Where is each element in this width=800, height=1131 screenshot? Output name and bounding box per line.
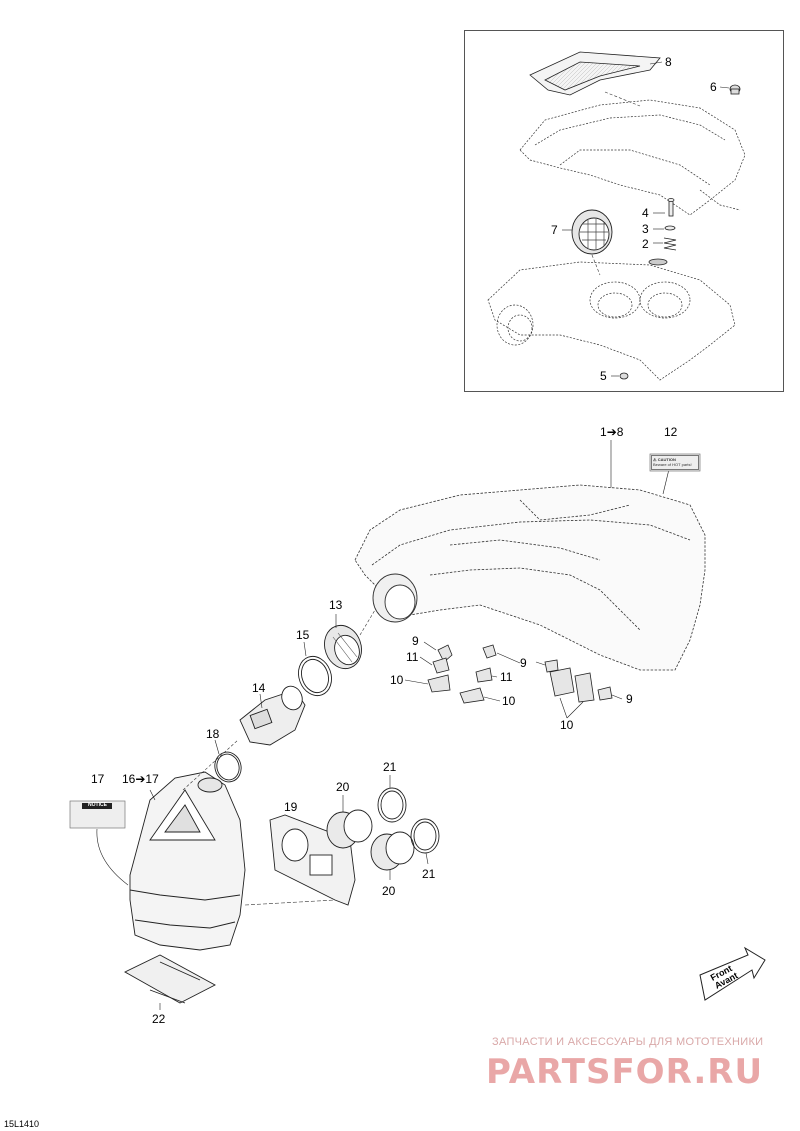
callout-20-b: 20 xyxy=(382,884,396,898)
callout-17: 17 xyxy=(91,772,105,786)
part-6-nut xyxy=(729,84,741,95)
callout-1-to-8-end: 8 xyxy=(616,425,624,439)
callout-5: 5 xyxy=(600,369,607,383)
inset-lower-housing xyxy=(487,261,736,381)
callout-20-a: 20 xyxy=(336,780,350,794)
part-22-pad xyxy=(124,954,216,1004)
callout-8: 8 xyxy=(665,55,672,69)
callout-9-b: 9 xyxy=(520,656,527,670)
part-7-filter xyxy=(571,209,613,255)
caution-text: Beware of HOT parts! xyxy=(653,462,692,467)
callout-10-c: 10 xyxy=(560,718,574,732)
callout-10-b: 10 xyxy=(502,694,516,708)
caution-title: ⚠ CAUTION xyxy=(653,457,676,462)
callout-16-to-17-start: 16 xyxy=(122,772,136,786)
part-20-duct-upper xyxy=(326,809,373,849)
callout-14: 14 xyxy=(252,681,266,695)
callout-18: 18 xyxy=(206,727,220,741)
callout-16-to-17: 16➔17 xyxy=(122,772,159,786)
front-arrow-badge xyxy=(699,946,766,1001)
watermark-logo: PARTSFOR.RU xyxy=(486,1052,764,1092)
inset-frame xyxy=(464,30,784,392)
part-14-duct xyxy=(239,685,306,746)
callout-16-to-17-end: 17 xyxy=(145,772,159,786)
callout-19: 19 xyxy=(284,800,298,814)
part-21-clamp-upper xyxy=(377,787,407,823)
part-13-coupler xyxy=(324,624,362,670)
arrow-icon: ➔ xyxy=(135,772,146,786)
callout-11-b: 11 xyxy=(500,670,513,684)
clip-parts xyxy=(427,644,613,704)
part-8-top-cover xyxy=(529,51,661,96)
callout-3: 3 xyxy=(642,222,649,236)
main-airbox-inlet xyxy=(372,573,418,623)
part-21-clamp-lower xyxy=(410,818,440,854)
arrow-icon: ➔ xyxy=(606,425,617,439)
callout-7: 7 xyxy=(551,223,558,237)
callout-9-a: 9 xyxy=(412,634,419,648)
part-5-grommet xyxy=(619,372,629,380)
part-3-washer xyxy=(664,225,676,231)
callout-2: 2 xyxy=(642,237,649,251)
notice-title: NOTICE xyxy=(88,802,107,808)
caution-label-plate: ⚠ CAUTION Beware of HOT parts! xyxy=(651,455,699,470)
callout-21-b: 21 xyxy=(422,867,436,881)
callout-1-to-8-start: 1 xyxy=(600,425,607,439)
callout-12: 12 xyxy=(664,425,678,439)
part-4-screw xyxy=(667,198,675,217)
diagram-code: 15L1410 xyxy=(4,1119,40,1129)
callout-10-a: 10 xyxy=(390,673,404,687)
callout-9-c: 9 xyxy=(626,692,633,706)
callout-1-to-8: 1➔8 xyxy=(600,425,623,439)
part-15-clamp xyxy=(298,655,332,697)
callout-13: 13 xyxy=(329,598,343,612)
part-2-spring xyxy=(648,237,677,266)
inset-upper-housing xyxy=(519,99,746,216)
callout-6: 6 xyxy=(710,80,717,94)
part-16-lower-airbox xyxy=(129,771,246,951)
part-20-duct-lower xyxy=(370,831,415,871)
callout-22: 22 xyxy=(152,1012,166,1026)
watermark-tagline: ЗАПЧАСТИ И АКСЕССУАРЫ ДЛЯ МОТОТЕХНИКИ xyxy=(492,1036,764,1048)
part-17-notice-label xyxy=(69,800,126,829)
callout-4: 4 xyxy=(642,206,649,220)
callout-21-a: 21 xyxy=(383,760,397,774)
callout-15: 15 xyxy=(296,628,310,642)
callout-11-a: 11 xyxy=(406,650,419,664)
main-airbox-housing xyxy=(354,484,706,671)
